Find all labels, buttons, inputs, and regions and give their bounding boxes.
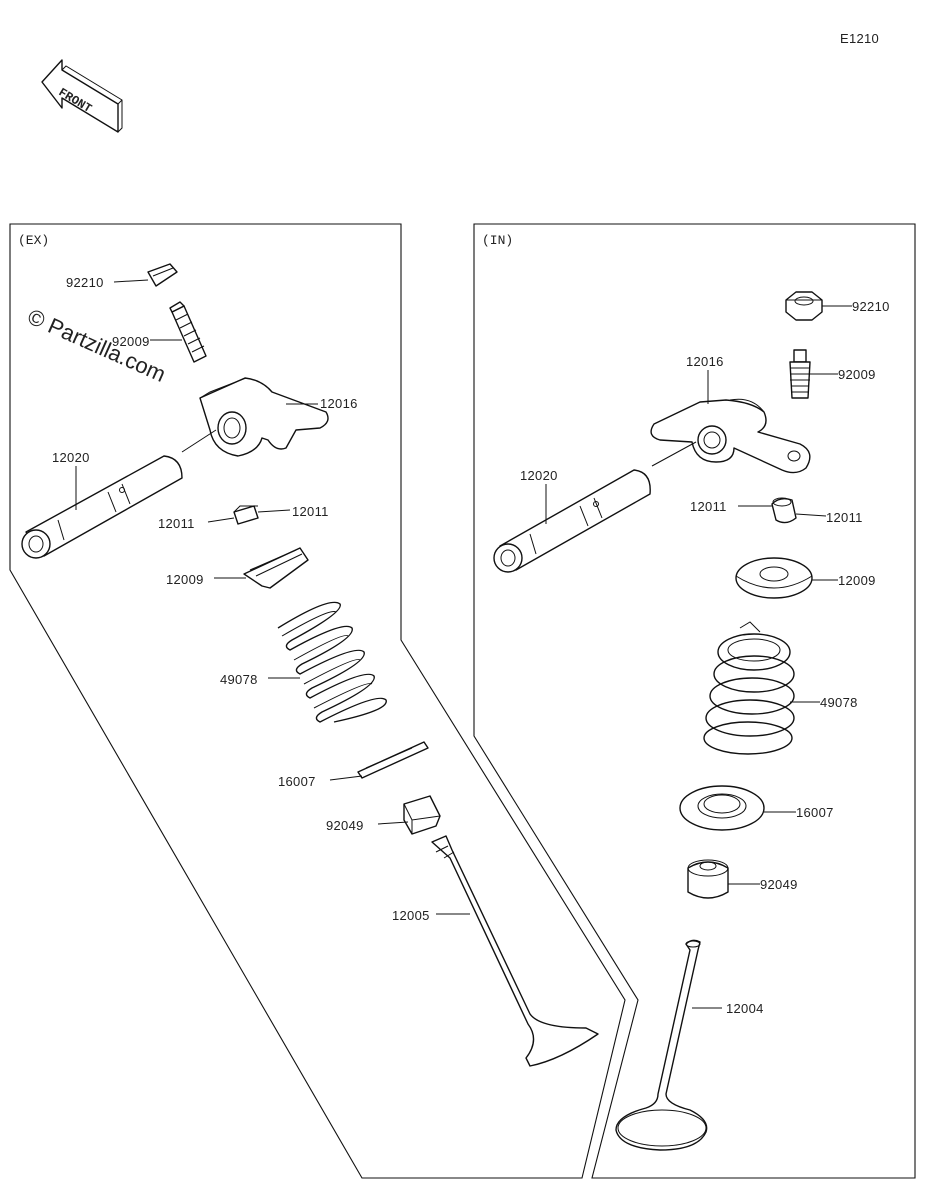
in-rocker-shaft-12020 xyxy=(493,469,651,573)
panel-in-label: (IN) xyxy=(482,233,513,248)
ex-label-12005: 12005 xyxy=(392,908,430,923)
in-label-49078: 49078 xyxy=(820,695,858,710)
in-nut-92210 xyxy=(785,291,823,321)
ex-rocker-shaft-12020 xyxy=(21,455,183,559)
ex-label-92009: 92009 xyxy=(112,334,150,349)
ex-label-12011-left: 12011 xyxy=(158,516,195,531)
in-valve-12004 xyxy=(615,939,708,1151)
diagram-code: E1210 xyxy=(840,31,879,46)
in-valve-spring-49078 xyxy=(703,621,795,755)
front-arrow-icon: FRONT xyxy=(41,59,123,133)
in-rocker-arm-12016 xyxy=(650,398,811,474)
ex-retainer-12009 xyxy=(243,547,309,589)
ex-label-92049: 92049 xyxy=(326,818,364,833)
ex-spring-seat-16007 xyxy=(357,741,429,779)
ex-label-12016: 12016 xyxy=(320,396,358,411)
in-label-92210: 92210 xyxy=(852,299,890,314)
ex-oil-seal-92049 xyxy=(403,795,441,835)
panel-in: (IN) 92210 92009 12016 xyxy=(473,223,916,1179)
ex-valve-spring-49078 xyxy=(277,601,387,723)
panel-ex-frame xyxy=(9,223,626,1179)
ex-screw-92009 xyxy=(169,301,207,363)
in-label-12011-left: 12011 xyxy=(690,499,727,514)
in-label-12020: 12020 xyxy=(520,468,558,483)
in-label-12009: 12009 xyxy=(838,573,876,588)
ex-label-49078: 49078 xyxy=(220,672,258,687)
ex-label-16007: 16007 xyxy=(278,774,316,789)
in-label-16007: 16007 xyxy=(796,805,834,820)
in-label-12011-right: 12011 xyxy=(826,510,863,525)
ex-label-12011-right: 12011 xyxy=(292,504,329,519)
in-label-92009: 92009 xyxy=(838,367,876,382)
panel-ex-label: (EX) xyxy=(18,233,49,248)
panel-in-frame xyxy=(473,223,916,1179)
in-label-12004: 12004 xyxy=(726,1001,764,1016)
in-retainer-12009 xyxy=(735,557,813,599)
ex-keeper-12011 xyxy=(233,505,259,525)
in-label-92049: 92049 xyxy=(760,877,798,892)
panel-ex: (EX) 92210 92009 12016 xyxy=(9,223,626,1179)
ex-label-12009: 12009 xyxy=(166,572,204,587)
in-label-12016: 12016 xyxy=(686,354,724,369)
ex-valve-12005 xyxy=(431,835,599,1067)
in-oil-seal-92049 xyxy=(687,859,729,899)
in-spring-seat-16007 xyxy=(679,785,765,831)
in-screw-92009 xyxy=(789,349,811,399)
ex-rocker-arm-12016 xyxy=(199,377,329,457)
in-keeper-12011 xyxy=(771,497,797,524)
ex-label-92210: 92210 xyxy=(66,275,104,290)
ex-label-12020: 12020 xyxy=(52,450,90,465)
ex-nut-92210 xyxy=(147,263,178,287)
